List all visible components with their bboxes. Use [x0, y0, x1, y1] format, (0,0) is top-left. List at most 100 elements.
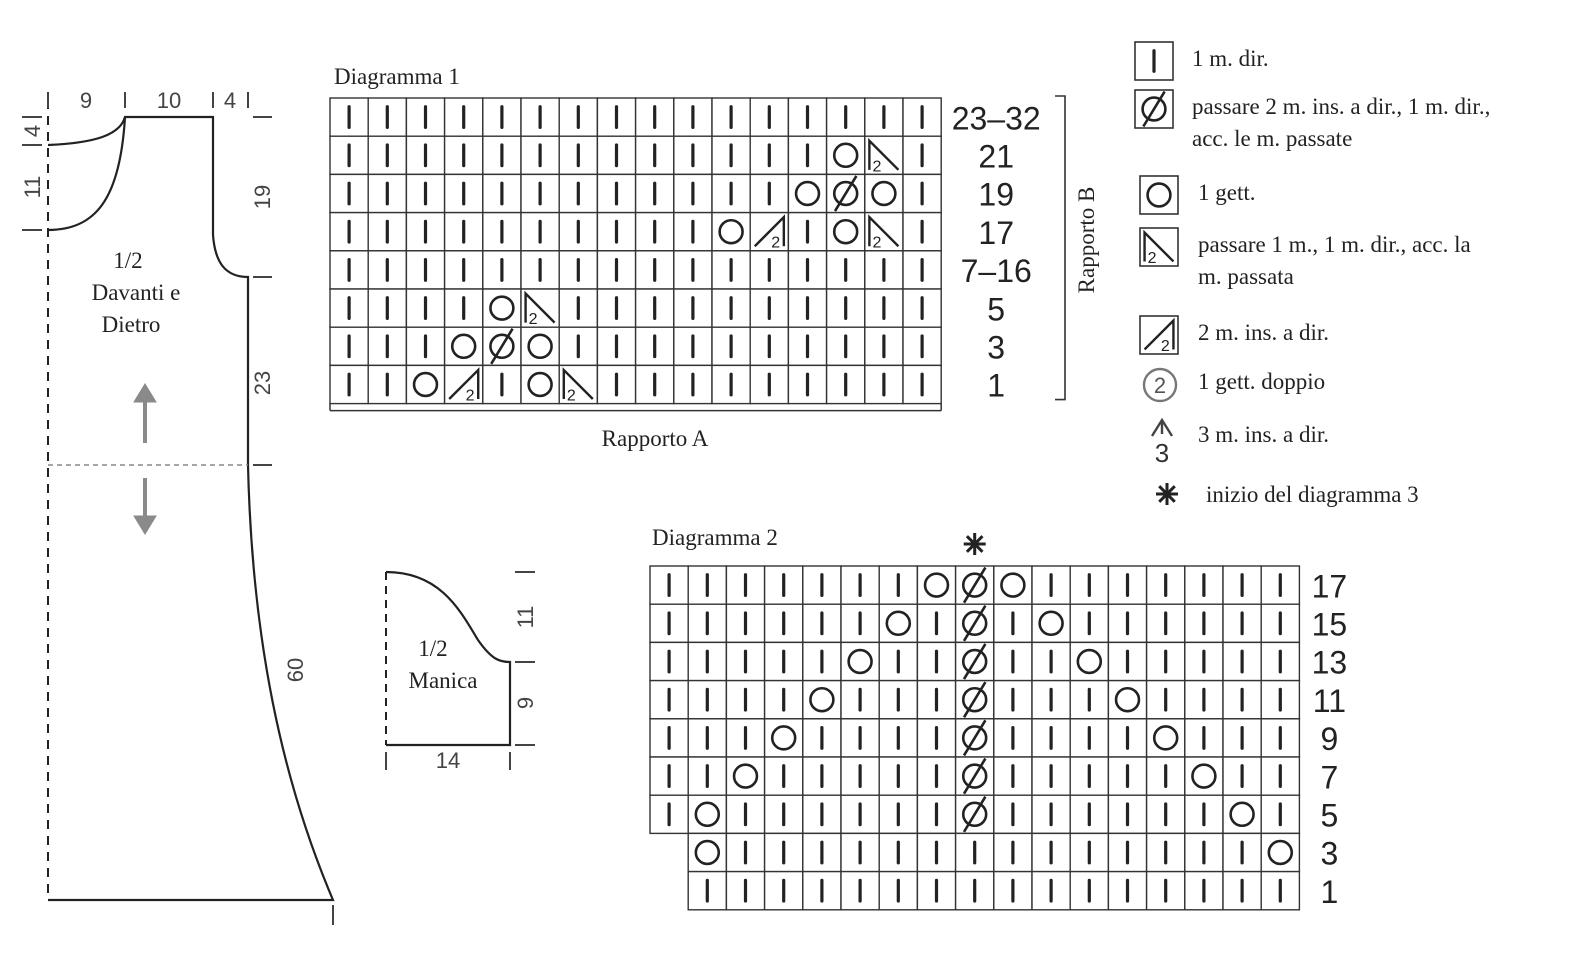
diagram1-cell	[787, 326, 828, 367]
sleeve-outline	[385, 570, 512, 747]
dim-right-3: 60	[283, 658, 308, 682]
legend-text: 1 gett. doppio	[1198, 369, 1325, 394]
diagram1-row-label: 3	[987, 330, 1005, 366]
diagram2-row-label: 11	[1313, 683, 1346, 719]
svg-text:2: 2	[567, 387, 576, 405]
legend-text: 3 m. ins. a dir.	[1198, 422, 1329, 447]
diagram1-row-label: 23–32	[952, 100, 1041, 136]
diagram1-cell	[520, 326, 560, 367]
slip1-knit1-pass-over-icon: 2	[1139, 227, 1179, 267]
yarn-over-symbol	[694, 839, 721, 866]
yarn-over-symbol	[527, 371, 553, 398]
diagram2-cell	[1260, 679, 1301, 720]
double-yarn-over-icon: 2	[1142, 367, 1178, 403]
diagram1-row: 2	[329, 135, 942, 175]
slip2-knit1-pass-over-symbol	[961, 796, 988, 833]
right-dim-ticks	[253, 116, 334, 925]
sleeve-label-line-1: 1/2	[418, 636, 447, 661]
slip2-knit1-pass-over-symbol	[961, 757, 988, 795]
yarn-over-symbol	[1038, 610, 1064, 637]
slip1-knit1-pass-over-symbol: 2	[868, 214, 900, 252]
diagram2-row	[649, 756, 1301, 796]
diagram2-cell	[1260, 832, 1301, 873]
knit2-together-symbol: 2	[448, 367, 480, 405]
sleeve-schematic	[385, 570, 535, 770]
diagram1-row-label: 7–16	[961, 253, 1032, 289]
diagram2-cell	[916, 870, 957, 911]
diagram1-row-label: 5	[987, 291, 1005, 327]
yarn-over-icon	[1139, 175, 1179, 215]
diagram2-cell	[649, 756, 689, 796]
slip1-knit1-pass-over-symbol: 2	[562, 367, 594, 405]
legend-text: 1 gett.	[1198, 180, 1256, 205]
diagram2-row	[687, 870, 1301, 911]
rapporto-b-bracket	[1055, 95, 1066, 401]
svg-text:2: 2	[1154, 373, 1166, 398]
diagram1-row	[329, 250, 942, 290]
yarn-over-symbol	[832, 142, 859, 169]
slip2-knit1-pass-over-symbol	[961, 719, 988, 757]
yarn-over-symbol	[809, 686, 835, 713]
yarn-over-symbol	[732, 763, 759, 789]
svg-text:2: 2	[872, 234, 881, 252]
yarn-over-symbol	[794, 180, 821, 207]
svg-text:2: 2	[466, 387, 475, 405]
diagram1-row-label: 21	[978, 139, 1014, 175]
dim-top-3: 4	[224, 88, 236, 113]
diagram1-cell	[787, 173, 828, 214]
slip1-knit1-pass-over-symbol: 2	[868, 137, 900, 175]
knit2-together-symbol: 2	[753, 214, 786, 252]
dim-top-2: 10	[157, 88, 181, 113]
yarn-over-symbol	[718, 218, 744, 245]
yarn-over-symbol	[450, 333, 477, 360]
slip2-knit1-pass-over-symbol	[961, 605, 988, 642]
diagram1-cell	[596, 211, 637, 252]
dim-right-2: 23	[250, 371, 275, 395]
yarn-over-symbol	[694, 801, 721, 828]
length-arrows	[133, 383, 157, 535]
slip2-knit1-pass-over-symbol	[961, 681, 988, 718]
diagram2-row	[649, 565, 1301, 605]
body-outline	[47, 115, 335, 902]
dim-left-2: 11	[20, 176, 45, 199]
diagram2-row	[649, 679, 1301, 720]
slip1-knit1-pass-over-symbol: 2	[1143, 229, 1175, 267]
diagram2-row-label: 13	[1312, 645, 1348, 681]
diagram2-cell	[1260, 794, 1301, 835]
dim-left-1: 4	[20, 125, 45, 137]
knit-stitch-icon	[1134, 41, 1174, 81]
diagram2-row-label: 1	[1321, 874, 1339, 910]
dim-top-1: 9	[80, 88, 92, 113]
diagram1-title: Diagramma 1	[334, 64, 460, 89]
slip2-knit1-pass-over-symbol	[489, 328, 515, 365]
diagram2-row	[649, 603, 1301, 644]
legend-text: acc. le m. passate	[1192, 126, 1352, 151]
svg-text:2: 2	[1161, 338, 1170, 355]
yarn-over-symbol	[885, 610, 912, 637]
legend-text: passare 1 m., 1 m. dir., acc. la	[1198, 232, 1471, 257]
legend-text: 2 m. ins. a dir.	[1198, 320, 1329, 345]
diagram2-cell	[687, 832, 728, 873]
diagram1-row	[329, 326, 942, 367]
diagram1-row	[329, 173, 942, 214]
diagram2-row	[649, 641, 1301, 682]
legend: 1 m. dir.passare 2 m. ins. a dir., 1 m. …	[1134, 41, 1490, 507]
slip2-knit1-pass-over-symbol	[961, 566, 988, 604]
yarn-over-symbol	[832, 218, 859, 245]
slip1-knit1-pass-over-symbol: 2	[524, 290, 556, 328]
sleeve-dim-right-1: 11	[513, 606, 538, 629]
diagram1-row-label: 19	[978, 177, 1014, 213]
svg-text:2: 2	[529, 310, 538, 328]
diagram2-cell	[725, 756, 766, 796]
diagram2-cell	[993, 565, 1033, 605]
diagram1-cell	[443, 326, 484, 367]
diagram1-row	[329, 97, 942, 137]
sleeve-label-line-2: Manica	[409, 668, 478, 693]
slip2-knit1-pass-over-icon	[1134, 89, 1174, 129]
slip2-knit1-pass-over-symbol	[1141, 90, 1167, 128]
rapporto-a-label: Rapporto A	[602, 426, 709, 451]
